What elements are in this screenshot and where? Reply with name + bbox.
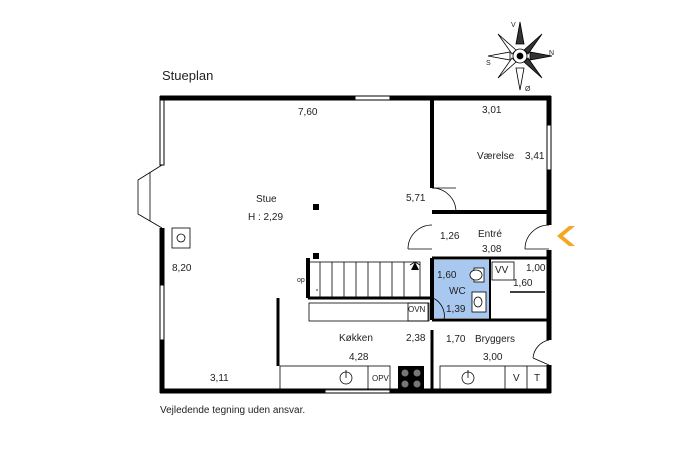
oven-label: OVN [408,305,426,314]
entrance-arrow-icon [557,226,575,246]
stue-name: Stue [256,194,277,205]
kitchen-counter [279,302,430,391]
dryer-label: T [534,373,541,384]
entre-depth: 1,26 [440,231,460,242]
vaerelse-depth: 3,41 [525,151,545,162]
stue-bottom-dim: 3,11 [210,373,229,384]
stairs-label: op [297,277,305,284]
door-entre-swing [407,224,433,250]
toilet-icon [469,269,483,281]
door-vaerelse-swing [431,187,457,213]
wc-width: 1,60 [437,270,457,281]
cooktop-icon [398,366,424,390]
oven-unit [407,302,429,322]
window-vaerelse [546,124,552,171]
bryggers-counter [439,365,549,391]
vv-width: 1,00 [526,263,546,274]
door-bryggers-swing [532,339,550,359]
vv-label: VV [495,265,509,276]
vv-depth: 1,60 [513,278,533,289]
stue-width: 7,60 [298,107,318,118]
wood-stove-icon [171,227,191,249]
compass-south-label: S [486,60,491,67]
vaerelse-width: 3,01 [482,105,502,116]
bryggers-depth: 1,70 [446,334,466,345]
stue-depth: 8,20 [172,263,192,274]
vv-box [491,261,515,281]
bryggers-width: 3,00 [483,352,503,363]
compass-east-label: Ø [525,86,531,93]
wc-depth: 1,39 [446,304,466,315]
door-front-swing [524,224,550,250]
window-kokken [324,388,391,394]
kokken-depth: 2,38 [406,333,426,344]
window-stue-left [159,284,165,341]
disclaimer: Vejledende tegning uden ansvar. [160,405,306,416]
washer-label: V [513,373,520,384]
stair-arrow-icon [411,262,419,270]
window-stue-upper [159,99,165,166]
door-wc-swing [432,297,445,321]
staircase [307,261,421,299]
stair-wall [306,258,310,298]
entre-width: 3,08 [482,244,502,255]
hall-dim: 5,71 [406,193,426,204]
window-top [354,95,391,101]
entre-name: Entré [478,229,502,240]
kitchen-upper-counter [308,302,430,322]
kokken-width: 4,28 [349,352,369,363]
compass-rose-icon [487,21,553,91]
stue-height: H : 2,29 [248,212,284,223]
column-stue [313,204,319,210]
opv-label: OPV [372,374,389,383]
wc-name: WC [449,286,466,297]
kokken-name: Køkken [339,333,373,344]
compass-west-label: V [511,22,516,29]
door-bryggers-leaf [532,357,550,366]
column-stairs [313,253,319,259]
compass-north-label: N [549,50,555,57]
vaerelse-name: Værelse [477,151,515,162]
wc-sink-icon [473,296,483,308]
plan-title: Stueplan [162,68,214,83]
bryggers-name: Bryggers [475,334,516,345]
